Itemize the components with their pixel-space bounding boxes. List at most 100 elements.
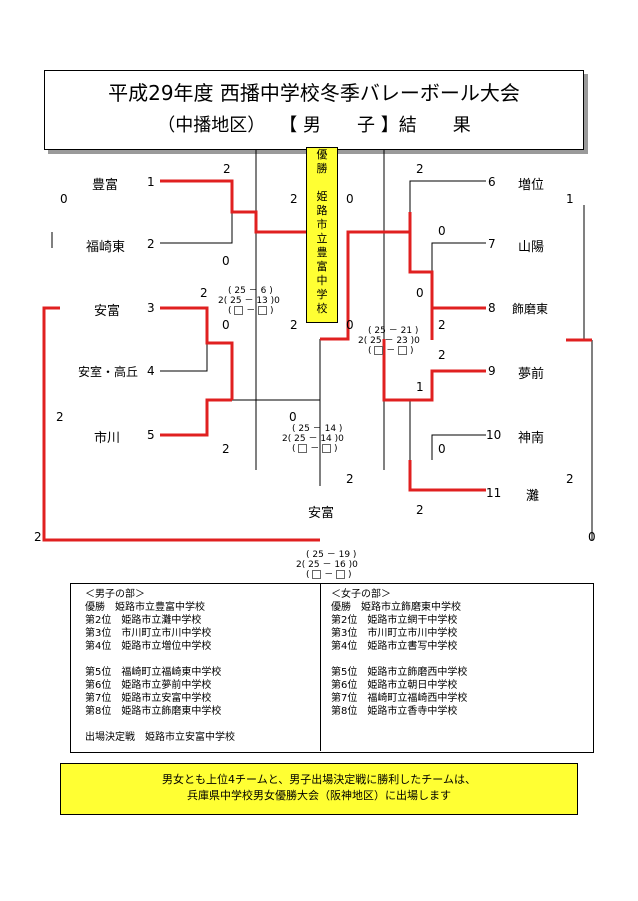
set-score-a: ( 25 － 6 ) 2( 25 － 13 )0 ( － ) (218, 286, 280, 316)
team-number: 3 (147, 301, 155, 315)
result-line: 第2位 姫路市立灘中学校 (85, 615, 202, 626)
result-line: 第8位 姫路市立飾磨東中学校 (85, 706, 222, 717)
win-team9 (410, 369, 486, 402)
set-score-c: ( 25 － 14 ) 2( 25 － 14 )0 ( － ) (282, 424, 344, 454)
team-name: 福崎東 (86, 240, 126, 255)
result-line: 第4位 姫路市立増位中学校 (85, 641, 212, 652)
team-number: 1 (147, 175, 155, 189)
score: 0 (416, 286, 424, 300)
result-line: 第4位 姫路市立書写中学校 (331, 641, 458, 652)
result-line (331, 653, 467, 666)
win-team3 (160, 306, 234, 400)
team-number: 10 (486, 428, 502, 442)
result-line: 出場決定戦 姫路市立安富中学校 (85, 732, 235, 743)
score: 1 (566, 192, 574, 206)
footer-note: 男女とも上位4チームと、男子出場決定戦に勝利したチームは、 兵庫県中学校男女優勝… (60, 763, 578, 815)
footer-line: 男女とも上位4チームと、男子出場決定戦に勝利したチームは、 (162, 773, 476, 786)
subtitle-region: （中播地区） (157, 115, 266, 136)
page-title: 平成29年度 西播中学校冬季バレーボール大会 (108, 81, 520, 105)
result-line: 第5位 姫路市立飾磨西中学校 (331, 667, 468, 678)
score: 1 (416, 380, 424, 394)
team-number: 4 (147, 364, 155, 378)
result-line: 優勝 姫路市立豊富中学校 (85, 602, 205, 613)
team-number: 7 (488, 237, 496, 251)
team-name: 灘 (526, 489, 540, 504)
winner-char: 立 (316, 232, 328, 245)
results-boys: ＜男子の部＞ 優勝 姫路市立豊富中学校 第2位 姫路市立灘中学校 第3位 市川町… (85, 588, 235, 744)
champion-banner: 優 勝 姫 路 市 立 豊 富 中 学 校 (306, 147, 338, 323)
set-score-d: ( 25 － 19 ) 2( 25 － 16 )0 ( － ) (296, 550, 358, 580)
result-line: 第7位 福崎町立福崎西中学校 (331, 693, 468, 704)
win-team8 (408, 212, 486, 310)
team-number: 8 (488, 301, 496, 315)
results-box: ＜男子の部＞ 優勝 姫路市立豊富中学校 第2位 姫路市立灘中学校 第3位 市川町… (70, 583, 594, 753)
line-left-final-thin (232, 339, 321, 401)
score: 0 (222, 254, 230, 268)
score: 2 (290, 192, 298, 206)
score: 0 (346, 192, 354, 206)
result-line: 第5位 福崎町立福崎東中学校 (85, 667, 222, 678)
team-name: 安室・高丘 (78, 365, 139, 379)
team-number: 11 (486, 486, 502, 500)
team-name: 豊富 (92, 178, 119, 193)
footer-line: 兵庫県中学校男女優勝大会（阪神地区）に出場します (187, 789, 451, 802)
team-number: 2 (147, 237, 155, 251)
score: 2 (34, 530, 42, 544)
score: 2 (438, 318, 446, 332)
score: 2 (290, 318, 298, 332)
win-right-mid (382, 339, 410, 402)
set-score-b: ( 25 － 21 ) 2( 25 － 23 )0 ( － ) (358, 326, 420, 356)
score: 2 (416, 162, 424, 176)
winner-char: 豊 (316, 246, 328, 259)
result-line: 第6位 姫路市立夢前中学校 (85, 680, 212, 691)
page-subtitle: （中播地区） 【 男 子 】結 果 (45, 111, 583, 137)
result-line: 第7位 姫路市立安富中学校 (85, 693, 212, 704)
score: 0 (588, 530, 596, 544)
team-name: 神南 (518, 431, 545, 446)
score: 0 (289, 410, 297, 424)
team-number: 5 (147, 428, 155, 442)
winner-char (307, 176, 337, 190)
team-name: 夢前 (518, 367, 545, 382)
score: 0 (438, 224, 446, 238)
line-team2 (160, 212, 233, 244)
winner-char: 姫 (316, 190, 328, 203)
score: 2 (416, 503, 424, 517)
result-line: ＜女子の部＞ (331, 589, 391, 600)
result-line: 第6位 姫路市立朝日中学校 (331, 680, 458, 691)
result-line (85, 718, 235, 731)
win-team1 (160, 179, 256, 214)
winner-char: 市 (316, 218, 328, 231)
subtitle-division: 【 男 子 】結 果 (279, 115, 471, 136)
team-name: 山陽 (518, 240, 545, 255)
team-name: 市川 (94, 431, 121, 446)
results-girls: ＜女子の部＞ 優勝 姫路市立飾磨東中学校 第2位 姫路市立網干中学校 第3位 市… (331, 588, 467, 718)
winner-char: 優 (316, 148, 328, 161)
winner-char: 中 (316, 274, 328, 287)
score: 2 (222, 442, 230, 456)
results-divider (320, 583, 321, 751)
score: 0 (222, 318, 230, 332)
score: 2 (438, 348, 446, 362)
result-line (85, 653, 235, 666)
score: 2 (200, 286, 208, 300)
score: 2 (56, 410, 64, 424)
finalist-name: 安富 (308, 506, 335, 521)
score: 2 (346, 472, 354, 486)
line-team6 (409, 180, 486, 212)
team-number: 6 (488, 175, 496, 189)
result-line: 第3位 市川町立市川中学校 (85, 628, 212, 639)
winner-char: 勝 (316, 162, 328, 175)
result-line: 第2位 姫路市立網干中学校 (331, 615, 458, 626)
title-box: 平成29年度 西播中学校冬季バレーボール大会 （中播地区） 【 男 子 】結 果 (44, 70, 584, 150)
score: 0 (60, 192, 68, 206)
result-line: 優勝 姫路市立飾磨東中学校 (331, 602, 461, 613)
winner-char: 学 (316, 288, 328, 301)
score: 2 (566, 472, 574, 486)
score: 0 (346, 318, 354, 332)
win-team11 (408, 460, 486, 492)
result-line: ＜男子の部＞ (85, 589, 145, 600)
winner-char: 富 (316, 260, 328, 273)
team-number: 9 (488, 364, 496, 378)
